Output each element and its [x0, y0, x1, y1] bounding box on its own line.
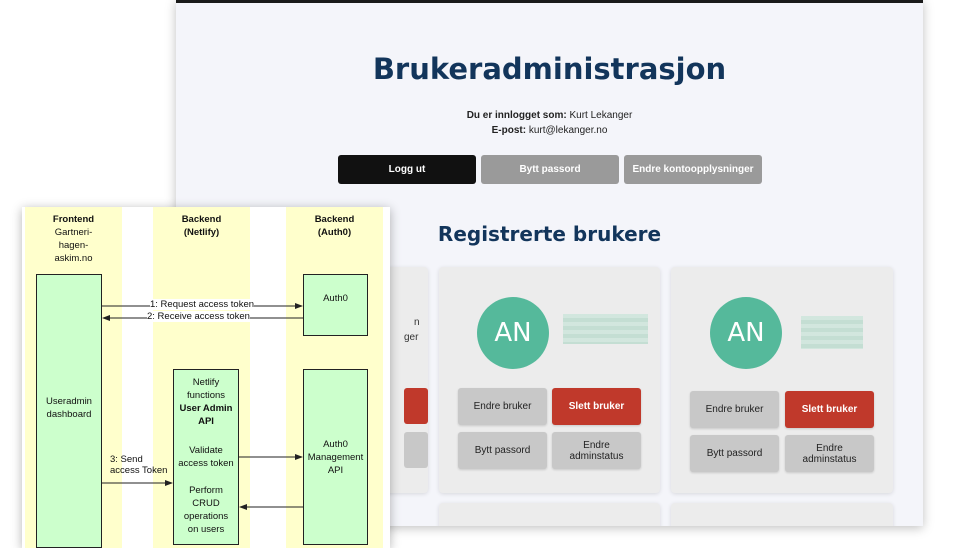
change-admin-status-button[interactable]: Endre adminstatus [785, 435, 874, 472]
delete-user-button[interactable]: Slett bruker [552, 388, 641, 425]
account-actions: Logg ut Bytt passord Endre kontoopplysni… [338, 155, 762, 184]
label-request-token: 1: Request access token [150, 299, 255, 310]
useradmin-dashboard-box: Useradmin dashboard [36, 274, 102, 548]
edit-user-button[interactable]: Endre bruker [458, 388, 547, 425]
registered-users-heading: Registrerte brukere [437, 222, 662, 246]
netlify-functions-box: Netlify functions User Admin API Validat… [173, 369, 239, 545]
user-card: AN Endre bruker Slett bruker Bytt passor… [439, 267, 660, 493]
label-send-token: 3: Send access Token [110, 454, 168, 476]
partial-name-line2: ger [404, 332, 419, 343]
login-name: Kurt Lekanger [569, 110, 633, 121]
change-user-password-button[interactable]: Bytt passord [690, 435, 779, 472]
edit-user-button[interactable]: Endre bruker [690, 391, 779, 428]
logout-button[interactable]: Logg ut [338, 155, 476, 184]
email-value: kurt@lekanger.no [528, 125, 608, 136]
auth0-management-api-box: Auth0 Management API [303, 369, 368, 545]
sequence-diagram: Frontend Gartneri- hagen- askim.no Backe… [22, 207, 390, 548]
partial-admin-button[interactable] [404, 432, 428, 468]
partial-name-line1: n [414, 317, 420, 328]
avatar: AN [710, 297, 782, 369]
avatar: AN [477, 297, 549, 369]
user-card-next-row [671, 503, 893, 526]
login-info: Du er innlogget som: Kurt Lekanger E-pos… [176, 108, 923, 138]
user-card-next-row [439, 503, 660, 526]
auth0-box: Auth0 [303, 274, 368, 336]
login-label: Du er innlogget som: [466, 110, 567, 121]
lane-header-auth0: Backend (Auth0) [314, 214, 355, 238]
blurred-user-name [801, 316, 863, 349]
change-user-password-button[interactable]: Bytt passord [458, 432, 547, 469]
user-card: AN Endre bruker Slett bruker Bytt passor… [671, 267, 893, 493]
delete-user-button[interactable]: Slett bruker [785, 391, 874, 428]
label-receive-token: 2: Receive access token [147, 311, 250, 322]
email-label: E-post: [491, 125, 527, 136]
diagram-arrows [102, 303, 303, 510]
lane-header-frontend: Frontend Gartneri- hagen- askim.no [52, 214, 95, 264]
edit-account-button[interactable]: Endre kontoopplysninger [624, 155, 762, 184]
lane-header-netlify: Backend (Netlify) [181, 214, 222, 238]
change-admin-status-button[interactable]: Endre adminstatus [552, 432, 641, 469]
change-password-button[interactable]: Bytt passord [481, 155, 619, 184]
partial-delete-button[interactable] [404, 388, 428, 424]
page-title: Brukeradministrasjon [372, 52, 727, 86]
blurred-user-name [563, 314, 648, 344]
window-top-bar [176, 0, 923, 3]
